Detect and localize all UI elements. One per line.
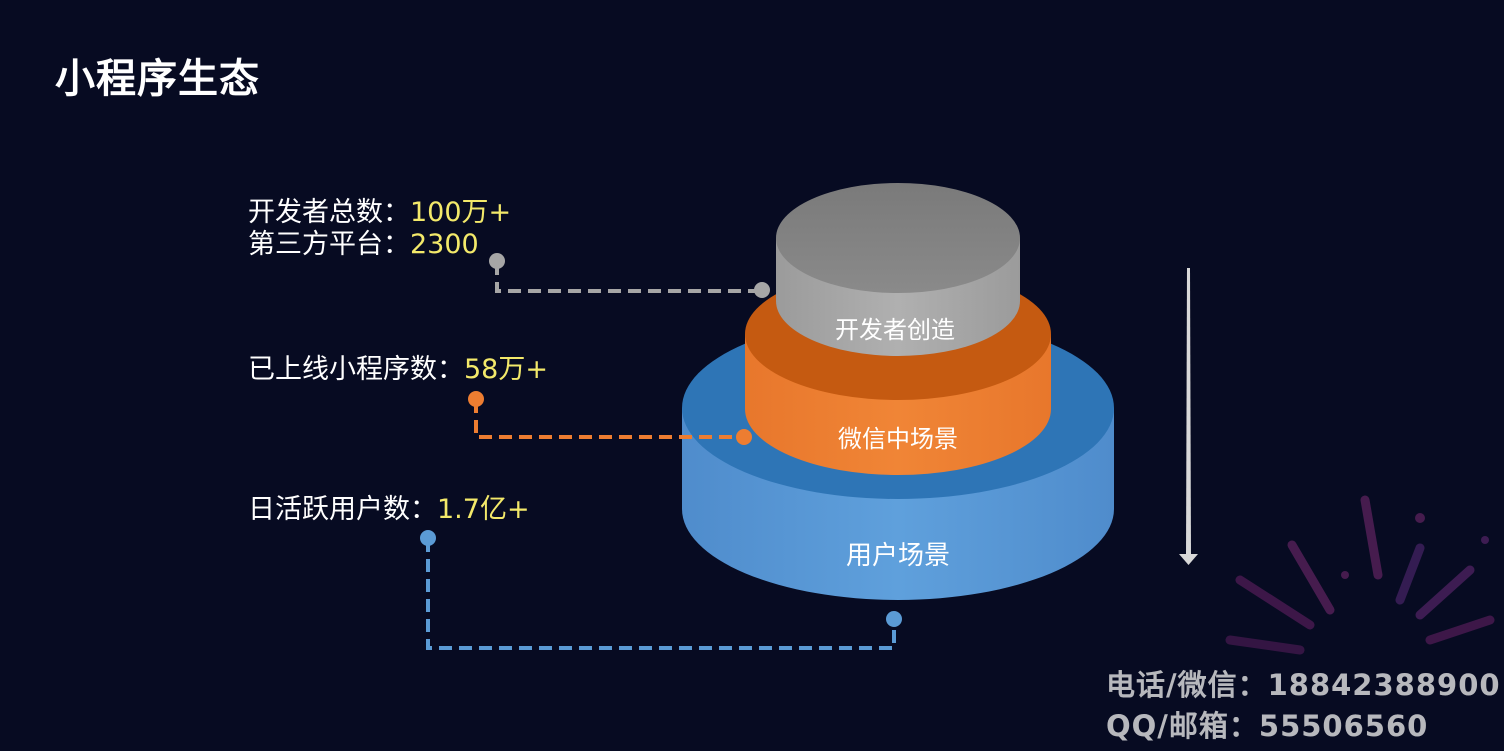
connector-developers	[489, 253, 770, 298]
layer-label-bottom: 用户场景	[846, 541, 950, 571]
stat-mini-programs-value: 58万+	[464, 354, 548, 385]
layer-label-top: 开发者创造	[835, 316, 955, 344]
decorative-firework	[1225, 495, 1495, 655]
stat-developers-value: 100万+	[410, 197, 512, 228]
stat-developers: 开发者总数：100万+	[248, 197, 511, 229]
stat-platforms-label: 第三方平台：	[248, 229, 410, 260]
contact-phone-watermark: 电话/微信：18842388900	[1106, 668, 1501, 702]
connector-dau	[420, 530, 902, 650]
stat-dau-value: 1.7亿+	[437, 494, 530, 525]
stat-dau-label: 日活跃用户数：	[248, 494, 437, 525]
down-arrow-icon	[1179, 268, 1198, 565]
stat-dau: 日活跃用户数：1.7亿+	[248, 494, 530, 526]
stat-developers-label: 开发者总数：	[248, 197, 410, 228]
stat-platforms: 第三方平台：2300	[248, 229, 479, 261]
stat-mini-programs: 已上线小程序数：58万+	[248, 354, 548, 386]
connector-mini-programs	[468, 391, 752, 445]
page-title: 小程序生态	[55, 56, 260, 102]
stat-platforms-value: 2300	[410, 229, 479, 260]
layer-label-middle: 微信中场景	[838, 425, 958, 453]
stat-mini-programs-label: 已上线小程序数：	[248, 354, 464, 385]
top-layer-cylinder	[776, 183, 1020, 356]
contact-qq-watermark: QQ/邮箱：55506560	[1106, 709, 1429, 743]
